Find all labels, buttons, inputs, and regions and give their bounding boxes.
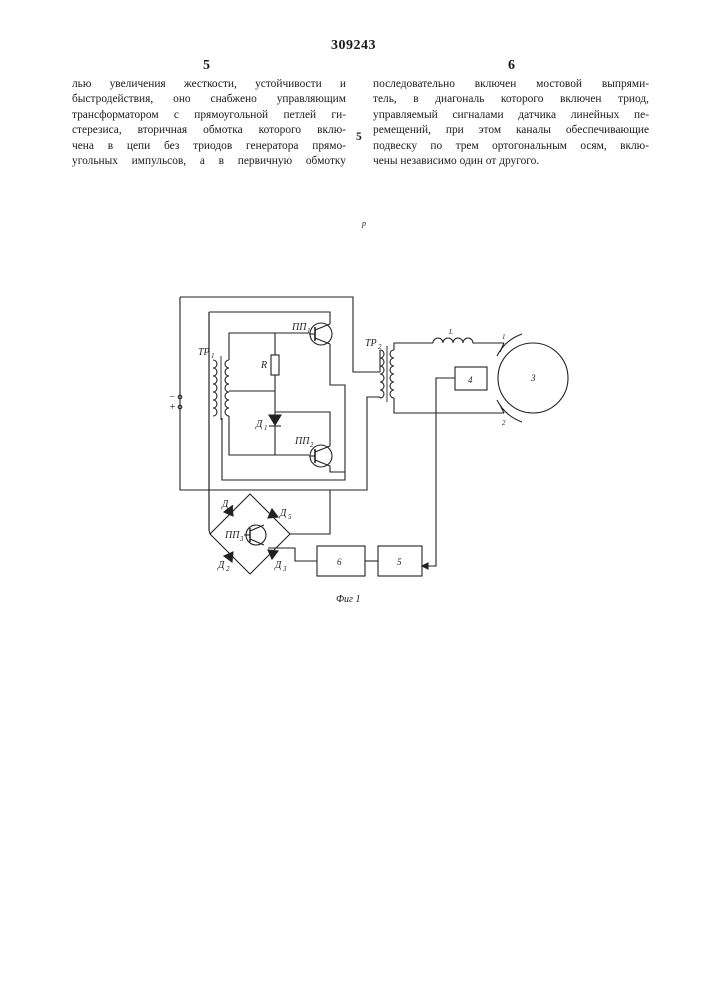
inductor-coil: [433, 338, 504, 343]
bridge-link-top: [209, 312, 210, 534]
label-d2: Д: [217, 560, 225, 571]
tr2-primary-coil: [380, 350, 384, 398]
label-tr1: ТР: [198, 347, 210, 358]
resistor: [271, 355, 279, 375]
inner-top-wire: [209, 312, 330, 324]
label-block-6: 6: [337, 557, 342, 567]
label-plus: +: [169, 402, 176, 413]
pp2-collector-wire: [330, 466, 345, 472]
diode-d2: [224, 552, 233, 562]
tr1-primary-coil: [213, 360, 217, 416]
label-rotor: 3: [530, 373, 536, 383]
label-stray-mark: р: [361, 219, 366, 228]
label-d4-sub: 4: [230, 504, 234, 512]
diode-d5: [268, 509, 278, 518]
figure-caption: Фиг 1: [336, 594, 360, 605]
tr1-secondary-coil: [225, 360, 229, 416]
label-d1: Д: [255, 419, 263, 430]
bridge-link-right: [290, 490, 330, 534]
label-pp1-sub: 1: [307, 327, 311, 335]
sensor-link: [422, 378, 455, 566]
outer-supply-wire: [180, 297, 380, 372]
label-d4: Д: [221, 499, 229, 510]
label-tr2-sub: 2: [378, 343, 382, 351]
label-d5: Д: [279, 508, 287, 519]
label-coil: L: [448, 328, 453, 336]
label-terminal-2: 2: [502, 419, 506, 427]
label-d5-sub: 5: [288, 513, 292, 521]
label-tr2: ТР: [365, 338, 377, 349]
tr2-secondary-coil: [390, 350, 394, 398]
label-pp2: ПП: [294, 436, 310, 447]
label-d3-sub: 3: [282, 565, 287, 573]
label-d2-sub: 2: [226, 565, 230, 573]
label-resistor: R: [260, 360, 267, 371]
label-block-5: 5: [397, 557, 402, 567]
label-pp2-sub: 2: [310, 441, 314, 449]
label-pp3: ПП: [224, 530, 240, 541]
diode-d1: [269, 415, 281, 425]
label-d3: Д: [274, 560, 282, 571]
label-tr1-sub: 1: [211, 352, 215, 360]
label-d1-sub: 1: [264, 424, 268, 432]
tr2-sec-bottom: [394, 398, 504, 413]
sensor-arrow: [422, 563, 428, 569]
outer-return-wire: [180, 297, 380, 490]
diode-d3: [268, 550, 278, 559]
label-block-4: 4: [468, 375, 473, 385]
tr2-sec-top: [394, 343, 433, 350]
label-pp3-sub: 3: [239, 535, 244, 543]
label-terminal-1: 1: [502, 333, 506, 341]
label-pp1: ПП: [291, 322, 307, 333]
tr1-sec-top: [229, 333, 309, 360]
